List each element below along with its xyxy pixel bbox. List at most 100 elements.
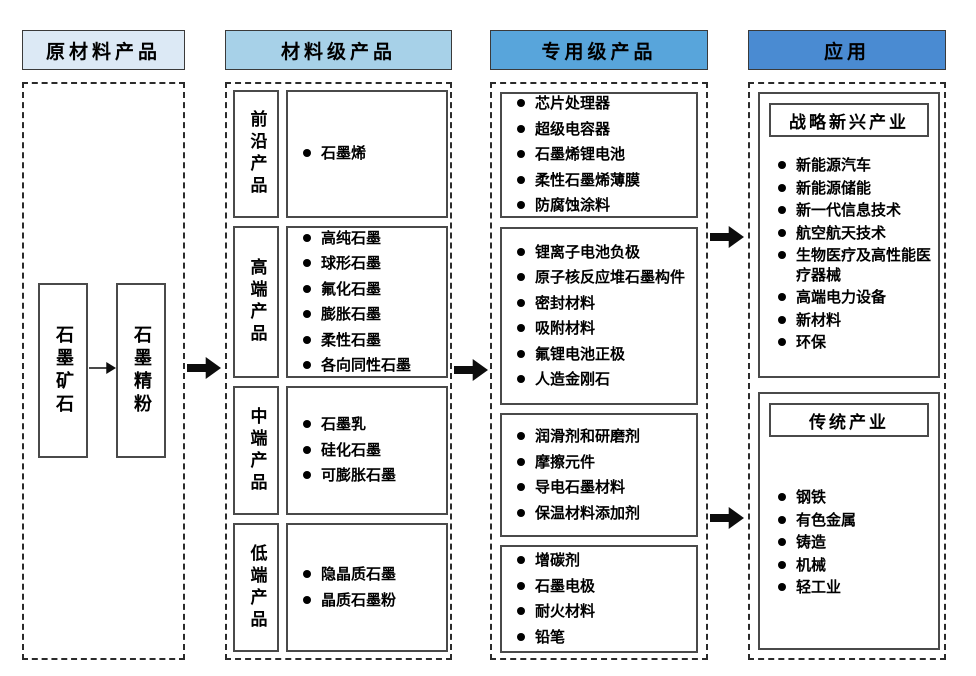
item-label: 新材料 — [796, 310, 842, 329]
traditional-industry-section: 传统产业 钢铁有色金属铸造机械轻工业 — [758, 392, 940, 650]
item-label: 航空航天技术 — [796, 223, 887, 242]
item-label: 润滑剂和研磨剂 — [535, 427, 641, 445]
bullet-icon — [517, 432, 525, 440]
list-item: 航空航天技术 — [778, 224, 934, 244]
list-item: 吸附材料 — [517, 319, 688, 339]
item-label: 密封材料 — [535, 293, 596, 312]
bullet-icon — [778, 538, 786, 546]
item-label: 石墨乳 — [321, 415, 367, 434]
list-item: 新材料 — [778, 311, 934, 331]
material-grade-container — [225, 82, 452, 660]
item-label: 轻工业 — [796, 578, 842, 596]
item-label: 球形石墨 — [321, 254, 382, 272]
bullet-icon — [303, 595, 311, 604]
item-label: 环保 — [796, 333, 827, 351]
item-label: 石墨烯 — [321, 144, 367, 163]
bullet-icon — [517, 508, 525, 517]
item-label: 氟锂电池正极 — [535, 344, 626, 363]
item-label: 原子核反应堆石墨构件 — [535, 268, 686, 286]
bullet-icon — [303, 445, 311, 454]
special-group-2-box: 锂离子电池负极原子核反应堆石墨构件密封材料吸附材料氟锂电池正极人造金刚石 — [500, 227, 698, 405]
item-label: 各向同性石墨 — [321, 356, 412, 374]
column-header-special-grade: 专用级产品 — [490, 30, 708, 70]
list-item: 氟化石墨 — [303, 280, 438, 300]
list-item: 环保 — [778, 333, 934, 353]
bullet-icon — [517, 298, 525, 307]
node-graphite-ore: 石墨矿石 — [38, 283, 88, 458]
item-label: 防腐蚀涂料 — [535, 196, 611, 215]
list-item: 新能源汽车 — [778, 156, 934, 176]
item-label: 有色金属 — [796, 510, 857, 529]
list-item: 球形石墨 — [303, 254, 438, 274]
list-item: 机械 — [778, 556, 934, 576]
strategic-emerging-title: 战略新兴产业 — [769, 103, 929, 137]
bullet-icon — [517, 632, 525, 641]
bullet-icon — [303, 149, 311, 158]
item-label: 新能源汽车 — [796, 156, 872, 174]
list-item: 晶质石墨粉 — [303, 591, 438, 611]
list-item: 柔性石墨烯薄膜 — [517, 171, 688, 191]
strategic-emerging-section: 战略新兴产业 新能源汽车新能源储能新一代信息技术航空航天技术生物医疗及高性能医疗… — [758, 92, 940, 378]
item-label: 摩擦元件 — [535, 452, 596, 471]
bullet-icon — [778, 560, 786, 569]
bullet-icon — [778, 293, 786, 301]
bullet-icon — [517, 581, 525, 590]
item-label: 人造金刚石 — [535, 370, 611, 388]
node-label: 石墨精粉 — [131, 324, 152, 417]
bullet-icon — [517, 99, 525, 108]
list-item: 铸造 — [778, 533, 934, 553]
arrow-special-to-traditional-icon — [710, 507, 744, 529]
bullet-icon — [517, 175, 525, 184]
list-item: 原子核反应堆石墨构件 — [517, 268, 688, 288]
list-item: 石墨电极 — [517, 577, 688, 597]
bullet-icon — [303, 310, 311, 318]
item-label: 柔性石墨烯薄膜 — [535, 170, 641, 189]
bullet-icon — [517, 483, 525, 491]
list-item: 防腐蚀涂料 — [517, 196, 688, 216]
list-item: 导电石墨材料 — [517, 478, 688, 498]
list-item: 石墨乳 — [303, 415, 438, 435]
node-graphite-fine-powder: 石墨精粉 — [116, 283, 166, 458]
list-item: 摩擦元件 — [517, 453, 688, 473]
list-item: 铅笔 — [517, 628, 688, 648]
label-frontier-products: 前沿产品 — [233, 90, 279, 218]
item-label: 生物医疗及高性能医疗器械 — [796, 246, 932, 284]
row-label: 低端产品 — [246, 543, 267, 632]
list-item: 可膨胀石墨 — [303, 466, 438, 486]
list-item: 膨胀石墨 — [303, 305, 438, 325]
bullet-icon — [303, 233, 311, 242]
arrow-raw-to-material-icon — [187, 357, 221, 379]
special-group-3-box: 润滑剂和研磨剂摩擦元件导电石墨材料保温材料添加剂 — [500, 413, 698, 537]
midend-products-box: 石墨乳硅化石墨可膨胀石墨 — [286, 386, 448, 515]
item-label: 保温材料添加剂 — [535, 503, 641, 522]
list-item: 高纯石墨 — [303, 229, 438, 249]
item-label: 芯片处理器 — [535, 94, 611, 113]
label-midend-products: 中端产品 — [233, 386, 279, 515]
list-item: 新一代信息技术 — [778, 201, 934, 221]
list-item: 高端电力设备 — [778, 288, 934, 308]
list-item: 石墨烯 — [303, 144, 438, 164]
bullet-icon — [778, 228, 786, 237]
bullet-icon — [778, 183, 786, 192]
column-header-raw-materials: 原材料产品 — [22, 30, 185, 70]
label-highend-products: 高端产品 — [233, 226, 279, 378]
list-item: 轻工业 — [778, 578, 934, 598]
bullet-icon — [517, 607, 525, 615]
item-label: 膨胀石墨 — [321, 305, 382, 323]
list-item: 隐晶质石墨 — [303, 565, 438, 585]
bullet-icon — [778, 515, 786, 524]
item-label: 可膨胀石墨 — [321, 466, 397, 485]
bullet-icon — [517, 324, 525, 332]
bullet-icon — [517, 273, 525, 281]
bullet-icon — [303, 335, 311, 344]
item-label: 石墨烯锂电池 — [535, 145, 626, 164]
item-label: 导电石墨材料 — [535, 478, 626, 496]
list-item: 柔性石墨 — [303, 331, 438, 351]
special-group-4-box: 增碳剂石墨电极耐火材料铅笔 — [500, 545, 698, 653]
column-header-applications: 应用 — [748, 30, 946, 70]
list-item: 氟锂电池正极 — [517, 345, 688, 365]
bullet-icon — [303, 420, 311, 429]
item-label: 铸造 — [796, 533, 827, 551]
item-label: 超级电容器 — [535, 119, 611, 138]
item-label: 钢铁 — [796, 488, 827, 506]
